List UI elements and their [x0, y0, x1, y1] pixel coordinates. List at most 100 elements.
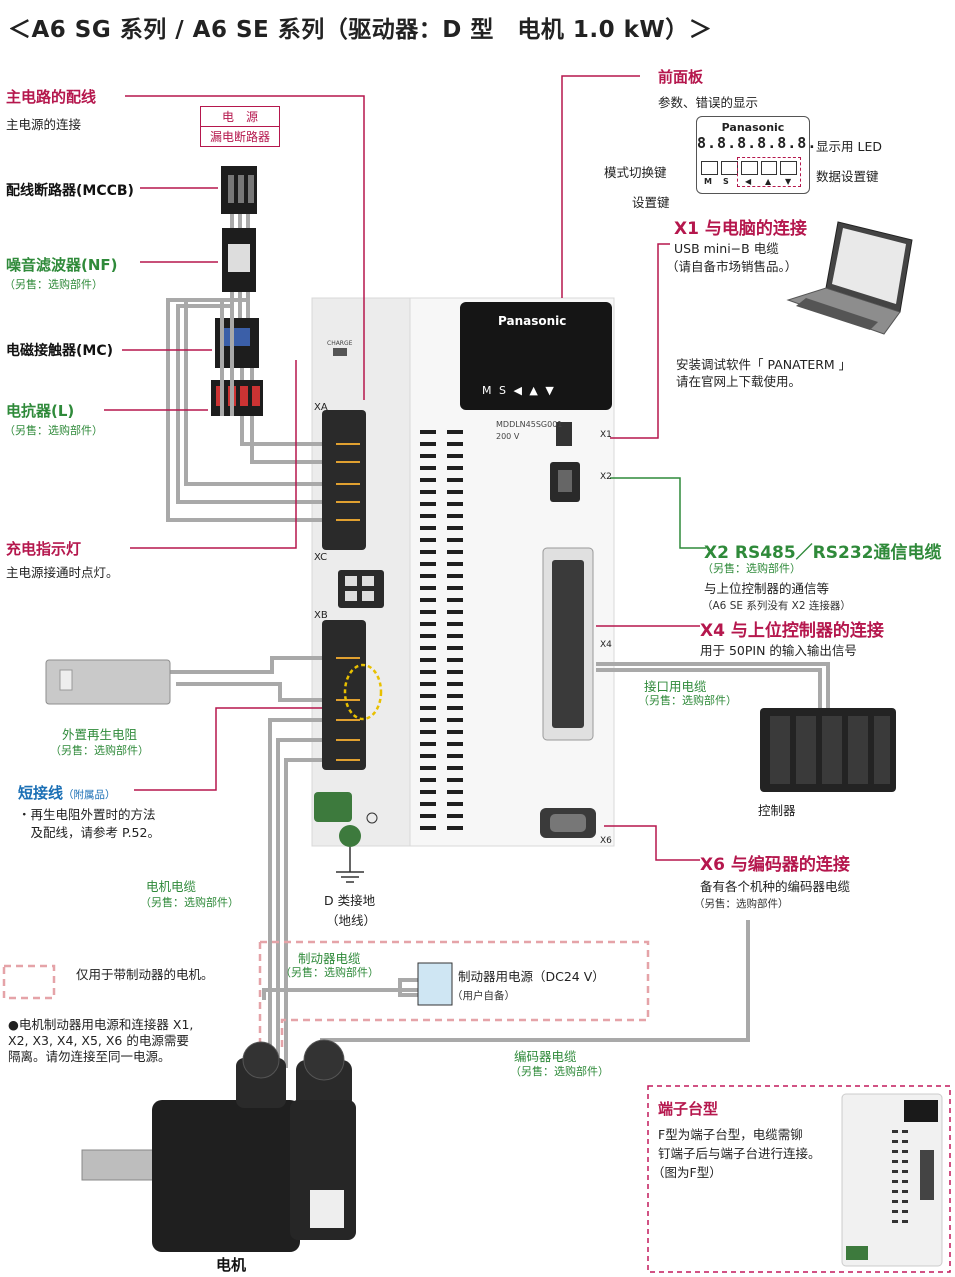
data-keys-group: [737, 157, 801, 187]
x2-title: X2 RS485／RS232通信电缆: [704, 543, 942, 563]
motor-label: 电机: [216, 1256, 247, 1274]
data-key-label: 数据设置键: [816, 169, 879, 184]
x1-software-1: 安装调试软件「 PANATERM 」: [676, 357, 852, 372]
front-panel-brand: Panasonic: [721, 121, 785, 134]
drive-voltage: 200 V: [496, 432, 520, 441]
drive-xa-label: XA: [314, 402, 328, 413]
interface-cable-title: 接口用电缆: [644, 679, 707, 694]
key-down-label: ▼: [785, 177, 792, 186]
regen-resistor-image: [45, 659, 171, 705]
encoder-cable-title: 编码器电缆: [514, 1049, 577, 1064]
jumper-title: 短接线: [18, 784, 64, 802]
jumper-tag: （附属品）: [63, 789, 116, 801]
controller-image: [760, 708, 896, 792]
ground-line-1: D 类接地: [324, 893, 376, 908]
legend-text: 仅用于带制动器的电机。: [76, 967, 214, 982]
brake-cable-title: 制动器电缆: [298, 951, 361, 966]
power-desc: 主电源的连接: [6, 117, 82, 132]
drive-x2-label: X2: [600, 472, 612, 482]
x2-desc: 与上位控制器的通信等: [704, 581, 830, 596]
interface-cable-note: （另售：选购部件）: [638, 694, 737, 707]
front-panel-desc: 参数、错误的显示: [658, 95, 759, 110]
key-s-label: S: [723, 177, 729, 186]
down-key-button[interactable]: [780, 161, 798, 175]
brake-power-box: [417, 962, 453, 1006]
servo-drive: [311, 297, 615, 847]
mccb-label: 配线断路器(MCCB): [6, 183, 134, 199]
drive-model: MDDLN45SG001: [496, 420, 563, 429]
connector-pins: [336, 443, 360, 761]
isolation-line-3: 隔离。请勿连接至同一电源。: [8, 1049, 171, 1064]
motor-cable-note: （另售：选购部件）: [140, 896, 239, 909]
x6-note: （另售：选购部件）: [694, 898, 789, 910]
front-panel-illustration: Panasonic 8.8.8.8.8.8. M S ◀ ▲ ▼: [696, 116, 818, 194]
x6-desc: 备有各个机种的编码器电缆: [700, 879, 851, 894]
mc-label: 电磁接触器(MC): [6, 343, 114, 359]
power-box-bottom: 漏电断路器: [209, 130, 270, 144]
jumper-marker: [343, 663, 383, 721]
key-up-label: ▲: [765, 177, 772, 186]
ground-symbol: [336, 847, 364, 883]
terminal-line-1: F型为端子台型，电缆需铆: [658, 1127, 803, 1142]
regen-note: （另售：选购部件）: [50, 744, 149, 757]
left-key-button[interactable]: [741, 161, 758, 175]
brake-power-title: 制动器用电源（DC24 V）: [458, 969, 605, 984]
brake-power-note: （用户自备）: [452, 990, 515, 1002]
drive-brand: Panasonic: [498, 314, 567, 328]
reactor-title: 电抗器(L): [6, 402, 75, 420]
set-key-button[interactable]: [721, 161, 738, 175]
leader-lines-x2: [610, 477, 706, 549]
mode-key-label: 模式切换键: [604, 165, 667, 180]
drive-x1-label: X1: [600, 430, 612, 440]
x1-note: （请自备市场销售品。）: [666, 259, 798, 274]
charge-desc: 主电源接通时点灯。: [6, 565, 119, 580]
x2-note: （另售：选购部件）: [702, 562, 801, 575]
leader-lines: [104, 75, 670, 791]
controller-label: 控制器: [758, 803, 796, 818]
laptop-image: [786, 221, 913, 335]
nf-title: 噪音滤波器(NF): [6, 256, 118, 274]
x1-software-2: 请在官网上下载使用。: [676, 374, 802, 389]
isolation-line-2: X2, X3, X4, X5, X6 的电源需要: [8, 1033, 189, 1048]
led-label: 显示用 LED: [816, 139, 882, 154]
drive-charge-label: CHARGE: [327, 340, 353, 347]
drive-x6-label: X6: [600, 836, 612, 846]
power-heading: 主电路的配线: [6, 88, 97, 106]
up-key-button[interactable]: [760, 161, 778, 175]
page-title: ＜A6 SG 系列 / A6 SE 系列（驱动器：D 型 电机 1.0 kW）＞: [8, 17, 713, 43]
drive-xb-label: XB: [314, 610, 328, 621]
motor-cable-title: 电机电缆: [146, 879, 197, 894]
drive-xc-label: XC: [314, 552, 328, 563]
leader-lines-x4x6: [596, 625, 700, 861]
front-panel-keys: [701, 161, 738, 175]
terminal-title: 端子台型: [658, 1100, 719, 1118]
terminal-line-3: （图为F型）: [652, 1165, 722, 1180]
key-left-label: ◀: [745, 177, 752, 186]
front-panel-display: 8.8.8.8.8.8.: [697, 134, 818, 152]
power-box: 电 源 漏电断路器: [200, 106, 280, 147]
jumper-line-2: 及配线，请参考 P.52。: [18, 825, 160, 840]
power-components: [211, 166, 263, 416]
nf-note: （另售：选购部件）: [4, 278, 103, 291]
x4-title: X4 与上位控制器的连接: [700, 621, 884, 641]
mode-key-button[interactable]: [701, 161, 718, 175]
x2-note2: （A6 SE 系列没有 X2 连接器）: [702, 600, 851, 612]
x4-desc: 用于 50PIN 的输入输出信号: [700, 643, 857, 658]
brake-cable-note: （另售：选购部件）: [280, 966, 379, 979]
set-key-label: 设置键: [632, 195, 670, 210]
gray-wires: [166, 214, 830, 1068]
regen-title: 外置再生电阻: [62, 727, 138, 742]
encoder-cable-note: （另售：选购部件）: [510, 1065, 609, 1078]
x1-cable: USB mini−B 电缆: [674, 241, 779, 256]
drive-keys: M S ◀ ▲ ▼: [482, 384, 556, 397]
drive-x4-label: X4: [600, 640, 612, 650]
terminal-frame: [647, 1085, 951, 1273]
jumper-line-1: ・再生电阻外置时的方法: [18, 807, 156, 822]
jumper-heading: 短接线（附属品）: [18, 782, 116, 803]
terminal-line-2: 钉端子后与端子台进行连接。: [658, 1146, 821, 1161]
brake-dashed-border: [260, 940, 650, 1050]
charge-title: 充电指示灯: [6, 540, 82, 558]
legend-dashed-box: [2, 964, 56, 1000]
key-m-label: M: [704, 177, 712, 186]
